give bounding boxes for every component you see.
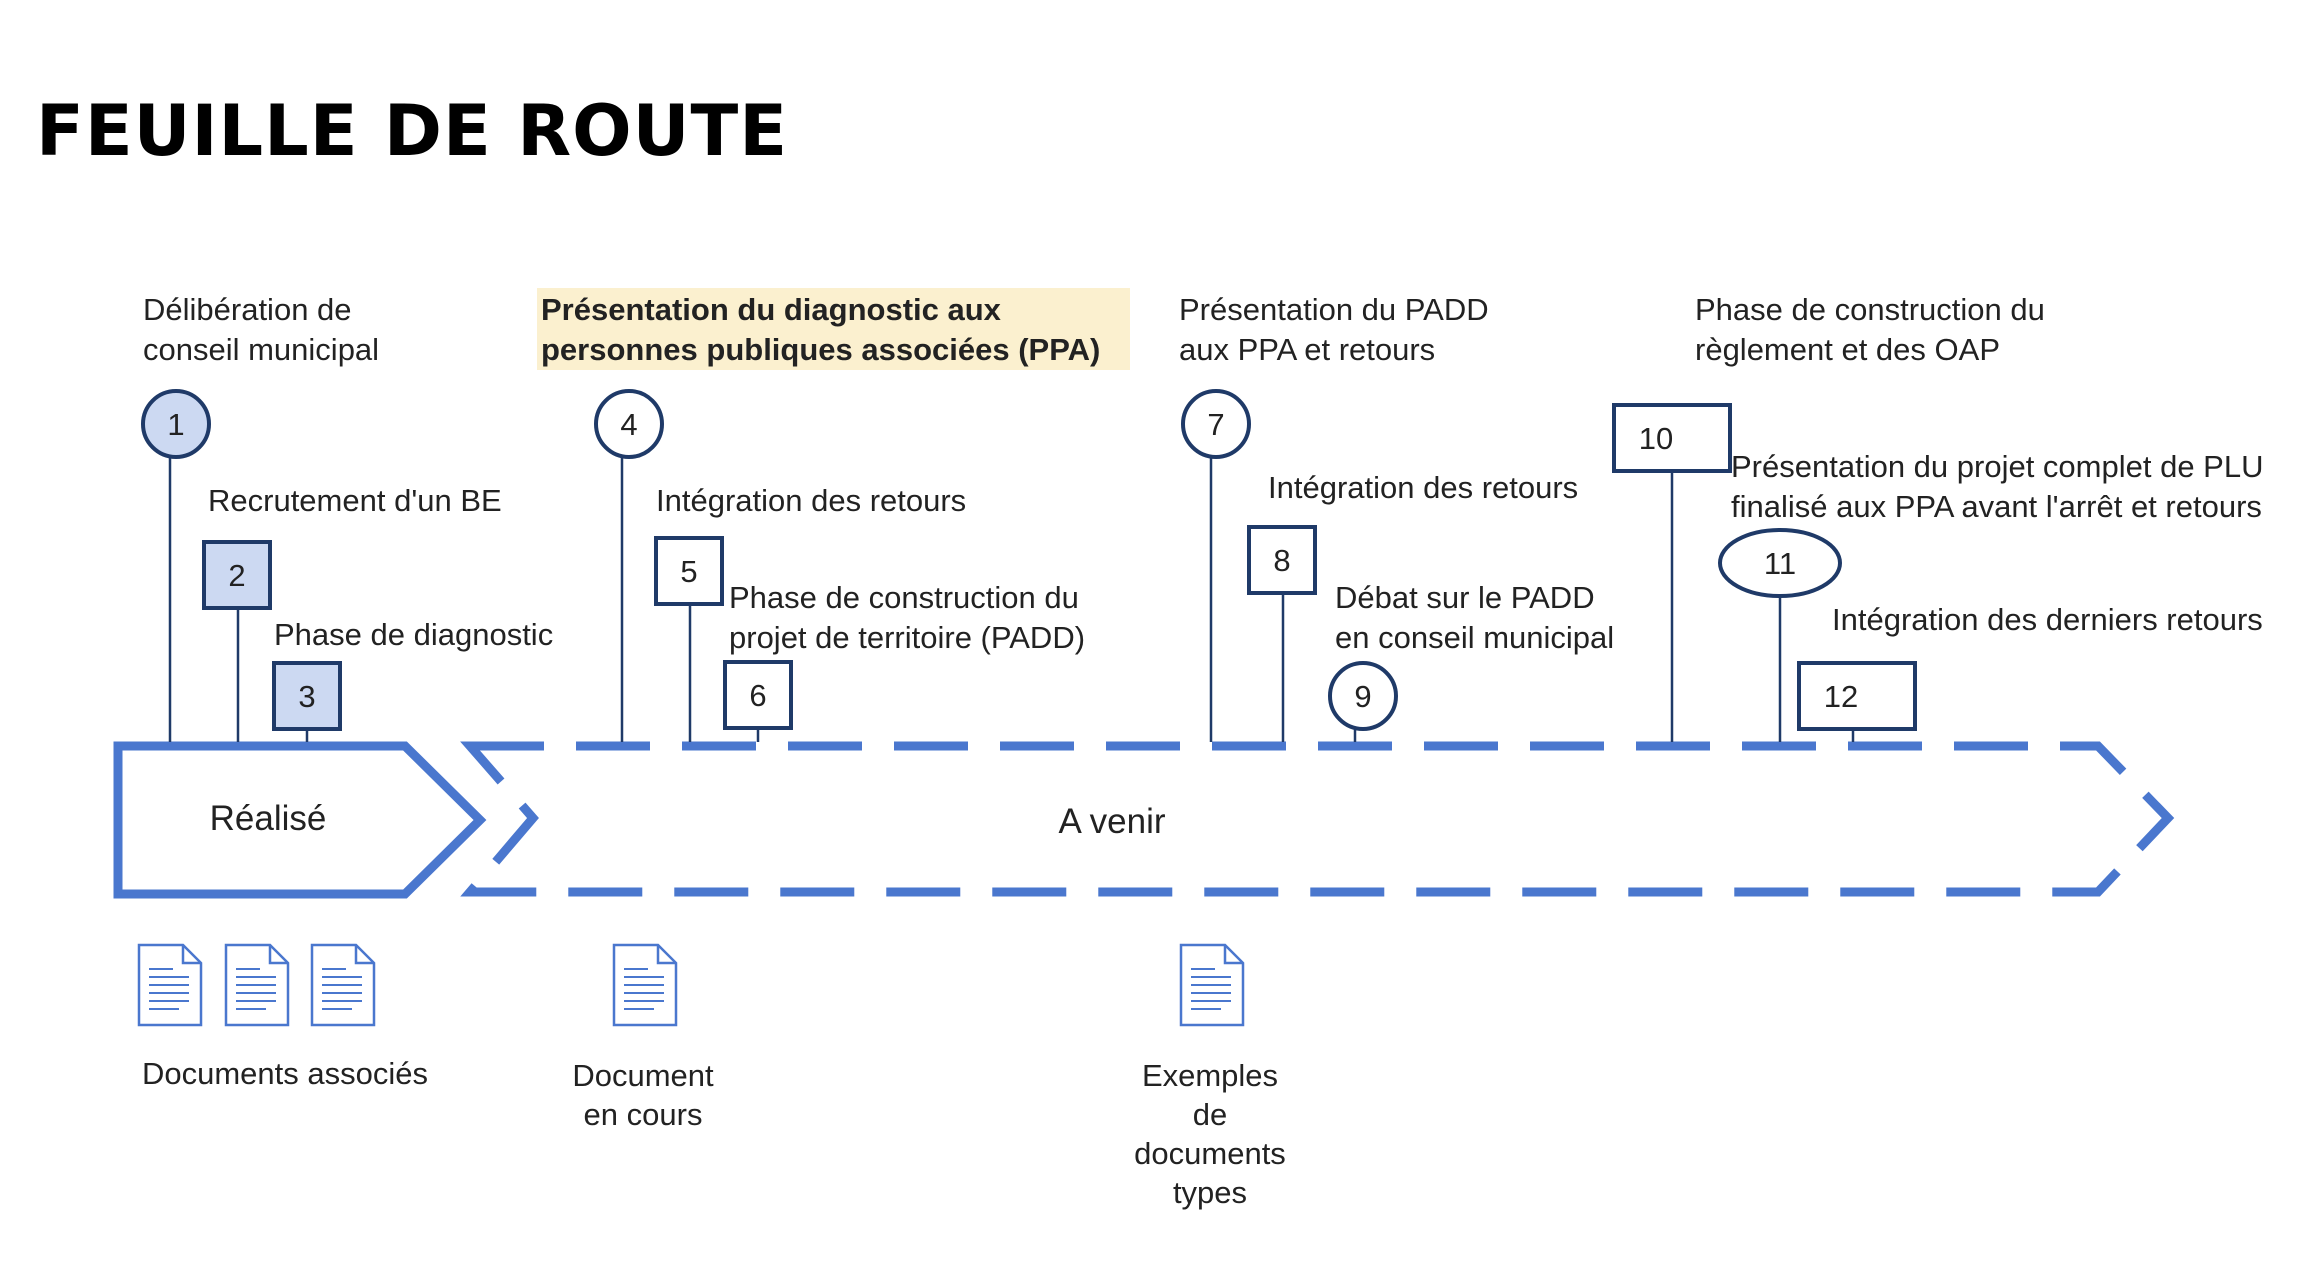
timeline-arrows: Réalisé A venir (113, 741, 2175, 899)
step-7-number: 7 (1207, 407, 1224, 442)
step-7-label-line: Présentation du PADD (1179, 292, 1489, 327)
document-icon (310, 943, 376, 1027)
document-group-2-label-line: Document (572, 1058, 714, 1093)
step-3-square-marker (272, 661, 342, 731)
step-4-number: 4 (620, 407, 637, 442)
step-5: 5 Intégration des retours (654, 483, 966, 606)
step-6: 6 Phase de construction du projet de terri… (723, 580, 1085, 730)
step-7-circle-marker (1181, 389, 1251, 459)
step-7-label-line: aux PPA et retours (1179, 332, 1435, 367)
document-group-3: Exemples de documents types (1134, 943, 1286, 1210)
step-6-number: 6 (749, 678, 766, 713)
step-6-square-marker (723, 660, 793, 730)
document-group-3-label-line: documents (1134, 1136, 1286, 1171)
step-9-circle-marker (1328, 661, 1398, 731)
step-2-number: 2 (228, 558, 245, 593)
step-11: 11 Présentation du projet complet de PLU f… (1718, 449, 2263, 598)
document-group-2: Document en cours (572, 943, 714, 1132)
step-5-square-marker (654, 536, 724, 606)
step-4-label-line: Présentation du diagnostic aux (541, 292, 1002, 327)
step-12-number: 12 (1824, 679, 1858, 714)
done-arrow-label: Réalisé (210, 799, 327, 838)
step-9-label-line: Débat sur le PADD (1335, 580, 1595, 615)
step-1-circle-marker (141, 389, 211, 459)
document-group-3-label-line: Exemples (1142, 1058, 1278, 1093)
step-2-label-line: Recrutement d'un BE (208, 483, 502, 518)
step-12-label-line: Intégration des derniers retours (1832, 602, 2263, 637)
step-4-label-line: personnes publiques associées (PPA) (541, 332, 1100, 367)
step-10: 10 Phase de construction du règlement et d… (1612, 292, 2045, 473)
step-10-label-line: règlement et des OAP (1695, 332, 2000, 367)
step-markers: 1 Délibération de conseil municipal 2 Recrut… (141, 288, 2263, 731)
step-5-label-line: Intégration des retours (656, 483, 966, 518)
step-3-number: 3 (298, 679, 315, 714)
document-icon (137, 943, 203, 1027)
step-6-label-line: projet de territoire (PADD) (729, 620, 1085, 655)
step-10-number: 10 (1639, 421, 1673, 456)
step-8-square-marker (1247, 525, 1317, 595)
step-4-label-highlight (537, 288, 1130, 370)
page-title: FEUILLE DE ROUTE (36, 90, 789, 172)
step-4: 4 Présentation du diagnostic aux personnes… (537, 288, 1130, 459)
step-2-square-marker (202, 540, 272, 610)
step-9-number: 9 (1354, 679, 1371, 714)
step-7: 7 Présentation du PADD aux PPA et retours (1179, 292, 1489, 459)
step-11-label-line: Présentation du projet complet de PLU (1731, 449, 2263, 484)
step-2: 2 Recrutement d'un BE (202, 483, 502, 610)
document-group-1: Documents associés (137, 943, 428, 1091)
step-1-number: 1 (167, 407, 184, 442)
step-4-circle-marker (594, 389, 664, 459)
step-connectors (168, 457, 1855, 742)
step-8: 8 Intégration des retours (1247, 470, 1578, 595)
step-1: 1 Délibération de conseil municipal (141, 292, 379, 459)
step-5-number: 5 (680, 554, 697, 589)
step-10-label-line: Phase de construction du (1695, 292, 2045, 327)
step-11-number: 11 (1764, 546, 1796, 581)
upcoming-arrow-label: A venir (1059, 802, 1166, 841)
document-icon (1179, 943, 1245, 1027)
step-1-label-line: Délibération de (143, 292, 352, 327)
step-9: 9 Débat sur le PADD en conseil municipal (1328, 580, 1614, 731)
done-arrow (113, 741, 487, 899)
step-1-label-line: conseil municipal (143, 332, 379, 367)
step-11-label-line: finalisé aux PPA avant l'arrêt et retour… (1731, 489, 2262, 524)
step-9-label-line: en conseil municipal (1335, 620, 1614, 655)
step-3: 3 Phase de diagnostic (272, 617, 553, 731)
step-8-number: 8 (1273, 543, 1290, 578)
document-icon (612, 943, 678, 1027)
upcoming-arrow (460, 741, 2175, 897)
step-10-square-marker (1612, 403, 1732, 473)
document-group-3-label-line: de (1193, 1097, 1227, 1132)
document-group-3-label-line: types (1173, 1175, 1247, 1210)
step-11-oval-marker (1718, 528, 1842, 598)
document-group-2-label-line: en cours (584, 1097, 703, 1132)
step-6-label-line: Phase de construction du (729, 580, 1079, 615)
step-12: 12 Intégration des derniers retours (1797, 602, 2263, 731)
document-icon (224, 943, 290, 1027)
step-12-square-marker (1797, 661, 1917, 731)
documents-section: Documents associés Document en cours Exempl… (137, 943, 1286, 1210)
step-8-label-line: Intégration des retours (1268, 470, 1578, 505)
document-group-1-label-line: Documents associés (142, 1056, 428, 1091)
step-3-label-line: Phase de diagnostic (274, 617, 553, 652)
